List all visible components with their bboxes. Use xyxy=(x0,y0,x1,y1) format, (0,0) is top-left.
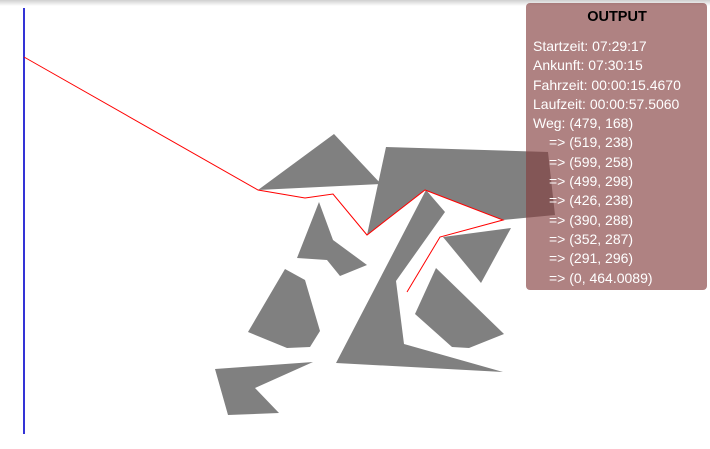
obstacle-large-center xyxy=(336,190,503,372)
obstacles xyxy=(215,134,555,415)
path-step: => (291, 296) xyxy=(549,250,634,267)
arrival-text: Ankunft: 07:30:15 xyxy=(533,57,643,74)
obstacle-top-right xyxy=(367,147,555,235)
path-step: => (0, 464.0089) xyxy=(549,269,653,286)
obstacle-right-small xyxy=(443,228,511,283)
path-step: => (352, 287) xyxy=(549,230,634,247)
output-title: OUTPUT xyxy=(587,9,647,25)
route-path xyxy=(23,56,505,293)
obstacle-right-lower xyxy=(415,268,504,348)
obstacle-top-triangle xyxy=(258,134,381,190)
output-panel: OUTPUT Startzeit: 07:29:17 Ankunft: 07:3… xyxy=(526,3,707,290)
window-top-shadow xyxy=(0,0,710,6)
run-time-text: Laufzeit: 00:00:57.5060 xyxy=(533,95,680,112)
path-step: => (499, 298) xyxy=(549,173,634,190)
path-step: => (390, 288) xyxy=(549,211,634,228)
start-time-text: Startzeit: 07:29:17 xyxy=(533,38,647,54)
path-step: => (519, 238) xyxy=(549,134,634,151)
travel-time-text: Fahrzeit: 00:00:15.4670 xyxy=(533,76,681,93)
obstacle-mid-left xyxy=(297,202,367,276)
obstacle-left xyxy=(248,269,320,348)
path-step: => (426, 238) xyxy=(549,192,634,209)
obstacle-bottom-left xyxy=(215,362,313,415)
path-start-text: Weg: (479, 168) xyxy=(533,115,634,132)
path-step: => (599, 258) xyxy=(549,153,634,170)
